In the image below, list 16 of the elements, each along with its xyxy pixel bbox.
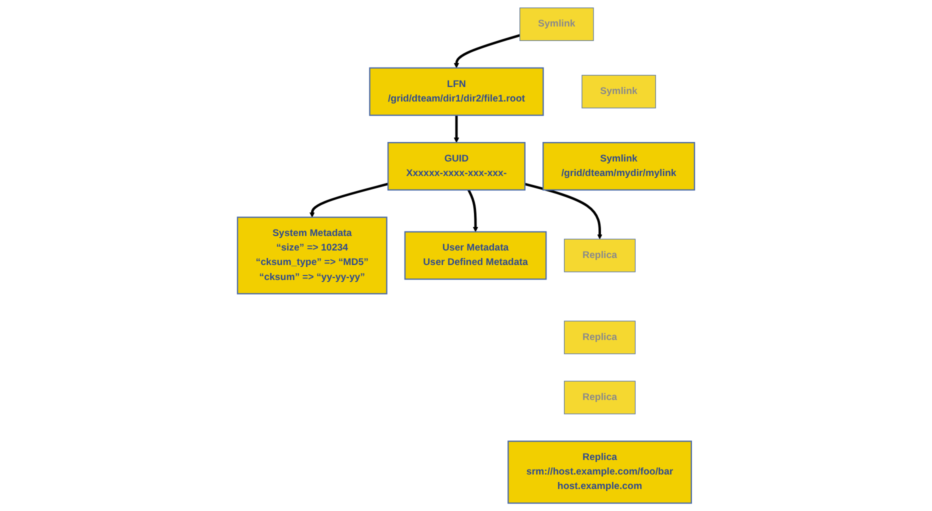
- node-box: User Metadata User Defined Metadata: [404, 231, 547, 280]
- node-box: Replica srm://host.example.com/foo/bar host.example.com: [508, 440, 692, 504]
- arrow: [454, 115, 460, 143]
- node-box: LFN /grid/dteam/dir1/dir2/file1.root: [369, 67, 544, 116]
- arrow: [309, 182, 388, 218]
- node-box: Replica: [564, 380, 636, 414]
- arrow: [524, 182, 602, 240]
- node-box: Symlink /grid/dteam/mydir/mylink: [542, 142, 696, 191]
- node-box: Symlink: [582, 74, 656, 108]
- node-box: GUID Xxxxxx-xxxx-xxx-xxx-: [387, 142, 526, 191]
- arrow: [467, 189, 478, 232]
- node-box: Replica: [564, 238, 636, 272]
- node-box: Replica: [564, 320, 636, 354]
- node-box: Symlink: [520, 8, 594, 41]
- node-box: System Metadata “size” => 10234 “cksum_type” => “MD5” “cksum” => “yy-yy-yy”: [236, 216, 388, 294]
- arrow: [454, 34, 520, 68]
